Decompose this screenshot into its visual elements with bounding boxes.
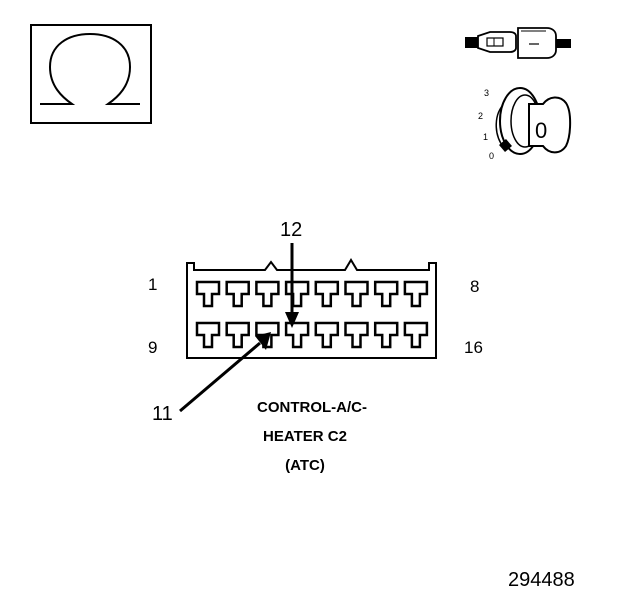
connector-housing [186, 258, 437, 359]
pin-cavity-10 [225, 321, 250, 349]
pin-cavity-14 [344, 321, 369, 349]
pin-label-9: 9 [148, 338, 157, 357]
key-position-0: 0 [489, 151, 494, 161]
callout-label-11: 11 [152, 403, 173, 425]
key-label: 0 [535, 118, 547, 143]
key-position-1: 1 [483, 132, 488, 142]
pin-cavity-8 [403, 280, 429, 308]
pin-cavity-7 [373, 280, 399, 308]
connector-caption-line-3: (ATC) [285, 457, 325, 474]
key-position-2: 2 [478, 111, 483, 121]
pin-cavity-5 [314, 280, 340, 308]
connector-pin-cavities [195, 280, 429, 349]
key-position-3: 3 [484, 88, 489, 98]
pin-cavity-15 [373, 321, 399, 349]
pin-cavity-1 [195, 280, 221, 308]
callout-pin-12: 12 [280, 219, 302, 328]
pin-cavity-3 [255, 280, 280, 308]
pin-cavity-12 [284, 321, 310, 349]
pin-cavity-2 [225, 280, 250, 308]
ignition-key-icon: 3 2 1 0 0 [478, 87, 572, 161]
callout-pin-11: 11 [152, 332, 271, 425]
pin-label-1: 1 [148, 275, 157, 294]
pin-cavity-9 [195, 321, 221, 349]
callout-label-12: 12 [280, 219, 302, 241]
pin-cavity-4 [284, 280, 310, 308]
pin-label-16: 16 [464, 338, 483, 357]
pin-cavity-6 [344, 280, 369, 308]
pin-cavity-16 [403, 321, 429, 349]
connector-caption-line-2: HEATER C2 [263, 428, 347, 445]
pin-cavity-13 [314, 321, 340, 349]
ohm-omega-icon [30, 24, 152, 124]
harness-connector-icon [465, 27, 571, 59]
connector-caption-line-1: CONTROL-A/C- [257, 399, 367, 416]
figure-number: 294488 [508, 569, 575, 591]
pin-label-8: 8 [470, 277, 479, 296]
